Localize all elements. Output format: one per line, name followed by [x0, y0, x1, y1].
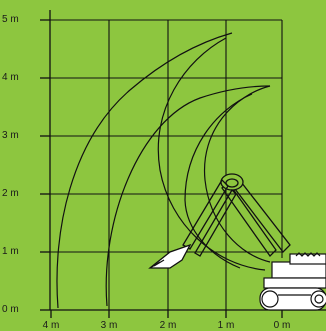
excavator-arm [148, 173, 291, 269]
y-label-3m: 3 m [2, 130, 19, 141]
x-label-0m: 0 m [273, 320, 291, 331]
y-label-1m: 1 m [2, 246, 19, 257]
excavator-body [259, 252, 326, 311]
x-label-2m: 2 m [159, 320, 177, 331]
y-label-4m: 4 m [2, 72, 19, 83]
y-label-0m: 0 m [2, 304, 19, 315]
reach-envelope [56, 32, 271, 309]
x-label-3m: 3 m [100, 320, 118, 331]
y-label-5m: 5 m [2, 14, 19, 25]
x-label-4m: 4 m [42, 320, 60, 331]
y-label-2m: 2 m [2, 188, 19, 199]
x-label-1m: 1 m [217, 320, 235, 331]
grid [40, 19, 283, 310]
